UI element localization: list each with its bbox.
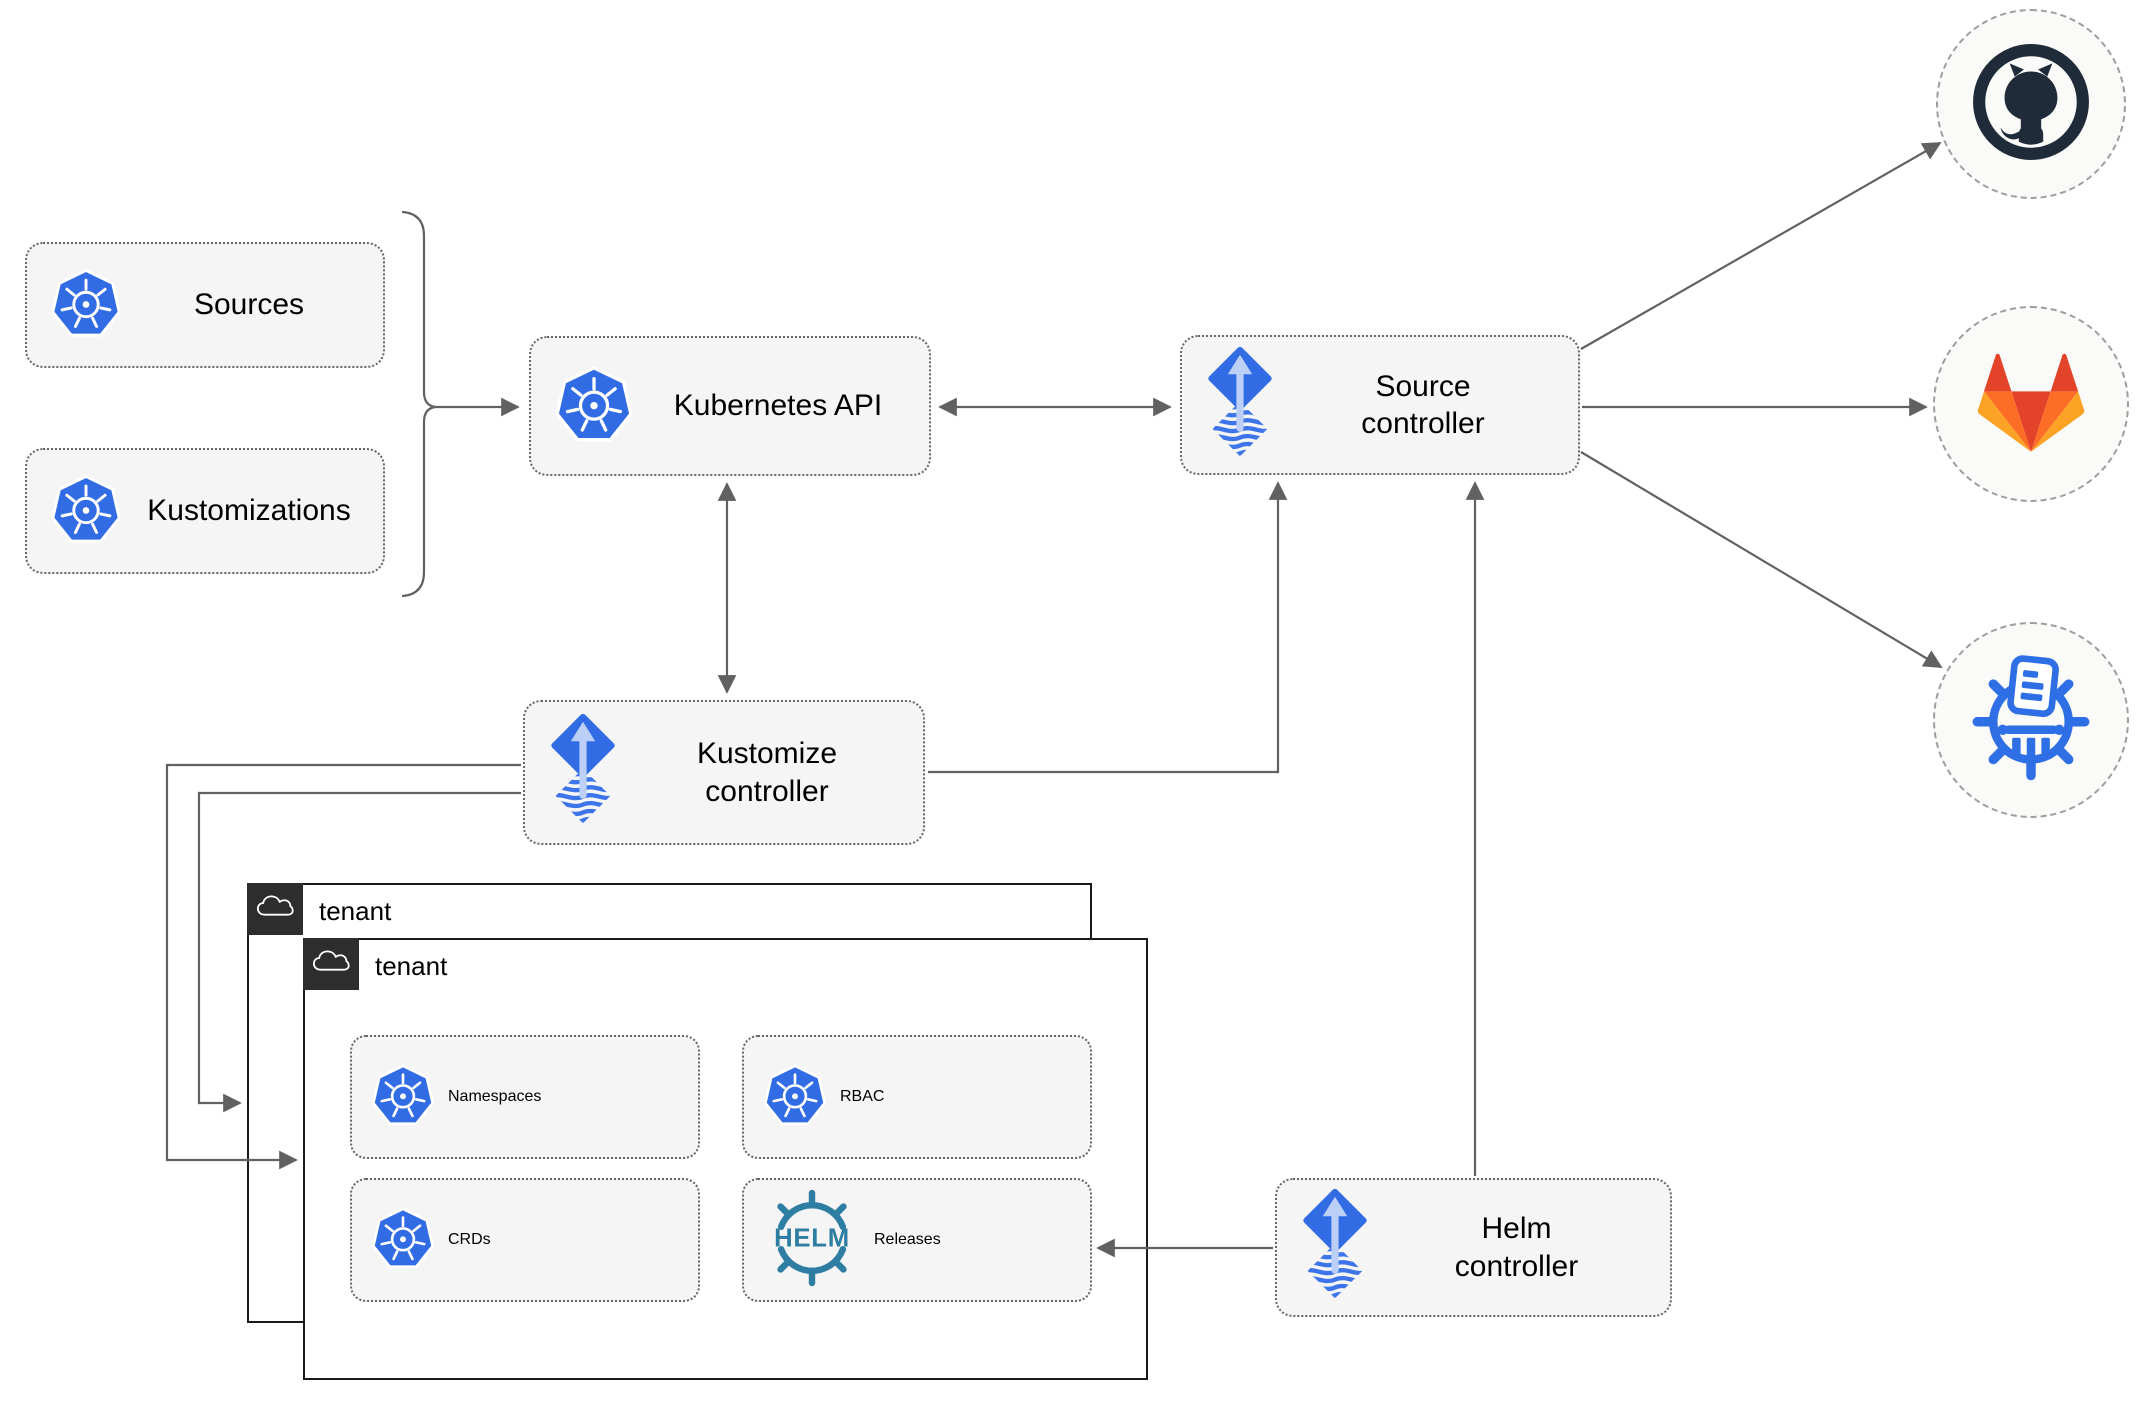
kubernetes-icon: [370, 1205, 436, 1276]
chartmuseum-icon: [1965, 652, 2097, 789]
node-helm-controller: Helm controller: [1275, 1178, 1672, 1317]
node-label: Source controller: [1361, 369, 1485, 441]
node-kustomize-controller: Kustomize controller: [523, 700, 925, 845]
node-releases: Releases: [742, 1178, 1092, 1302]
node-label: Namespaces: [448, 1088, 542, 1105]
edge-source-to-chartmuseum: [1580, 451, 1943, 668]
tenant-tab: [303, 938, 359, 990]
flux-icon: [1204, 345, 1276, 466]
brace-sources-kustomizations: [401, 210, 437, 598]
tenant-group-inner: tenant Namespaces RBAC CRDs Releases: [303, 938, 1148, 1380]
node-rbac: RBAC: [742, 1035, 1092, 1159]
node-crds: CRDs: [350, 1178, 700, 1302]
node-kustomizations: Kustomizations: [25, 448, 385, 574]
node-label: Helm controller: [1454, 1212, 1579, 1283]
edge-kustomize-to-source: [928, 481, 1288, 774]
edge-source-to-github: [1580, 142, 1942, 350]
cloud-icon: [256, 894, 294, 925]
endpoint-gitlab: [1933, 306, 2129, 502]
tenant-label: tenant: [319, 896, 392, 926]
node-label: RBAC: [840, 1088, 885, 1105]
github-icon: [1970, 41, 2092, 168]
node-source-controller: Source controller: [1180, 335, 1580, 475]
node-label: Kubernetes API: [673, 389, 883, 423]
cloud-icon: [312, 949, 350, 980]
flux-icon: [1299, 1187, 1371, 1308]
flux-icon: [547, 712, 619, 833]
tenant-tab: [247, 883, 303, 935]
kubernetes-icon: [49, 472, 123, 551]
kubernetes-icon: [49, 266, 123, 345]
kubernetes-icon: [553, 363, 635, 450]
node-label: Sources: [193, 288, 305, 322]
node-namespaces: Namespaces: [350, 1035, 700, 1159]
tenant-label: tenant: [375, 951, 448, 981]
node-label: Kustomizations: [147, 494, 351, 528]
kubernetes-icon: [762, 1062, 828, 1133]
kubernetes-icon: [370, 1062, 436, 1133]
node-label: Kustomize controller: [696, 737, 838, 808]
endpoint-chartmuseum: [1933, 622, 2129, 818]
gitlab-icon: [1977, 352, 2085, 457]
node-kubernetes-api: Kubernetes API: [529, 336, 931, 476]
node-label: CRDs: [448, 1231, 491, 1248]
endpoint-github: [1936, 9, 2126, 199]
helm-icon: [762, 1188, 862, 1293]
node-label: Releases: [874, 1231, 941, 1248]
node-sources: Sources: [25, 242, 385, 368]
